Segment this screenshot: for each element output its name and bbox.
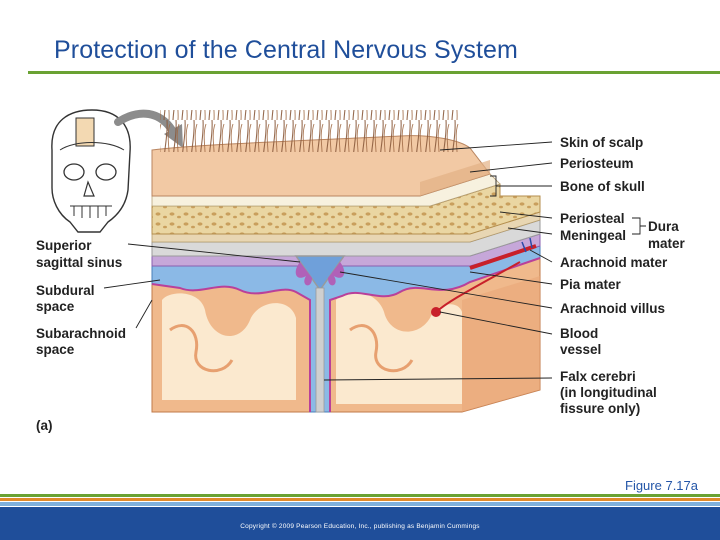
leader-lines-left — [103, 243, 301, 329]
scalp-hair — [160, 110, 460, 152]
label-falx-fissure: fissure only) — [560, 401, 641, 416]
label-periosteal: Periosteal — [560, 211, 625, 226]
figure-reference: Figure 7.17a — [625, 478, 698, 493]
label-periosteum: Periosteum — [560, 156, 634, 171]
footer-bar — [0, 507, 720, 540]
page-title: Protection of the Central Nervous System — [54, 36, 518, 64]
label-meningeal: Meningeal — [560, 228, 627, 243]
footer-stripe-lightblue — [0, 502, 720, 506]
label-subarachnoid: Subarachnoid — [36, 326, 127, 341]
label-subdural: Subdural — [36, 283, 95, 298]
label-subdural-space: space — [36, 299, 75, 314]
label-sagittal-sinus: sagittal sinus — [36, 255, 123, 270]
label-bone-of-skull: Bone of skull — [560, 179, 645, 194]
label-dura-mater: mater — [648, 236, 685, 251]
label-blood: Blood — [560, 326, 599, 341]
footer-stripe-orange — [0, 498, 720, 501]
label-vessel: vessel — [560, 342, 602, 357]
label-falx-cerebri: Falx cerebri — [560, 369, 636, 384]
panel-label: (a) — [36, 418, 53, 433]
label-dura: Dura — [648, 219, 679, 234]
label-pia-mater: Pia mater — [560, 277, 621, 292]
label-falx-longitudinal: (in longitudinal — [560, 385, 657, 400]
label-skin-of-scalp: Skin of scalp — [560, 135, 644, 150]
label-arachnoid-villus: Arachnoid villus — [560, 301, 666, 316]
falx-cerebri — [315, 287, 325, 413]
label-superior: Superior — [36, 238, 92, 253]
label-subarachnoid-space: space — [36, 342, 75, 357]
title-underline — [28, 71, 720, 74]
skull-thumbnail-icon — [51, 109, 131, 233]
leader-lines — [323, 141, 646, 381]
copyright-text: Copyright © 2009 Pearson Education, Inc.… — [240, 523, 480, 530]
footer-stripe-green — [0, 494, 720, 497]
label-arachnoid-mater: Arachnoid mater — [560, 255, 668, 270]
pia-mater-layer — [151, 257, 541, 412]
